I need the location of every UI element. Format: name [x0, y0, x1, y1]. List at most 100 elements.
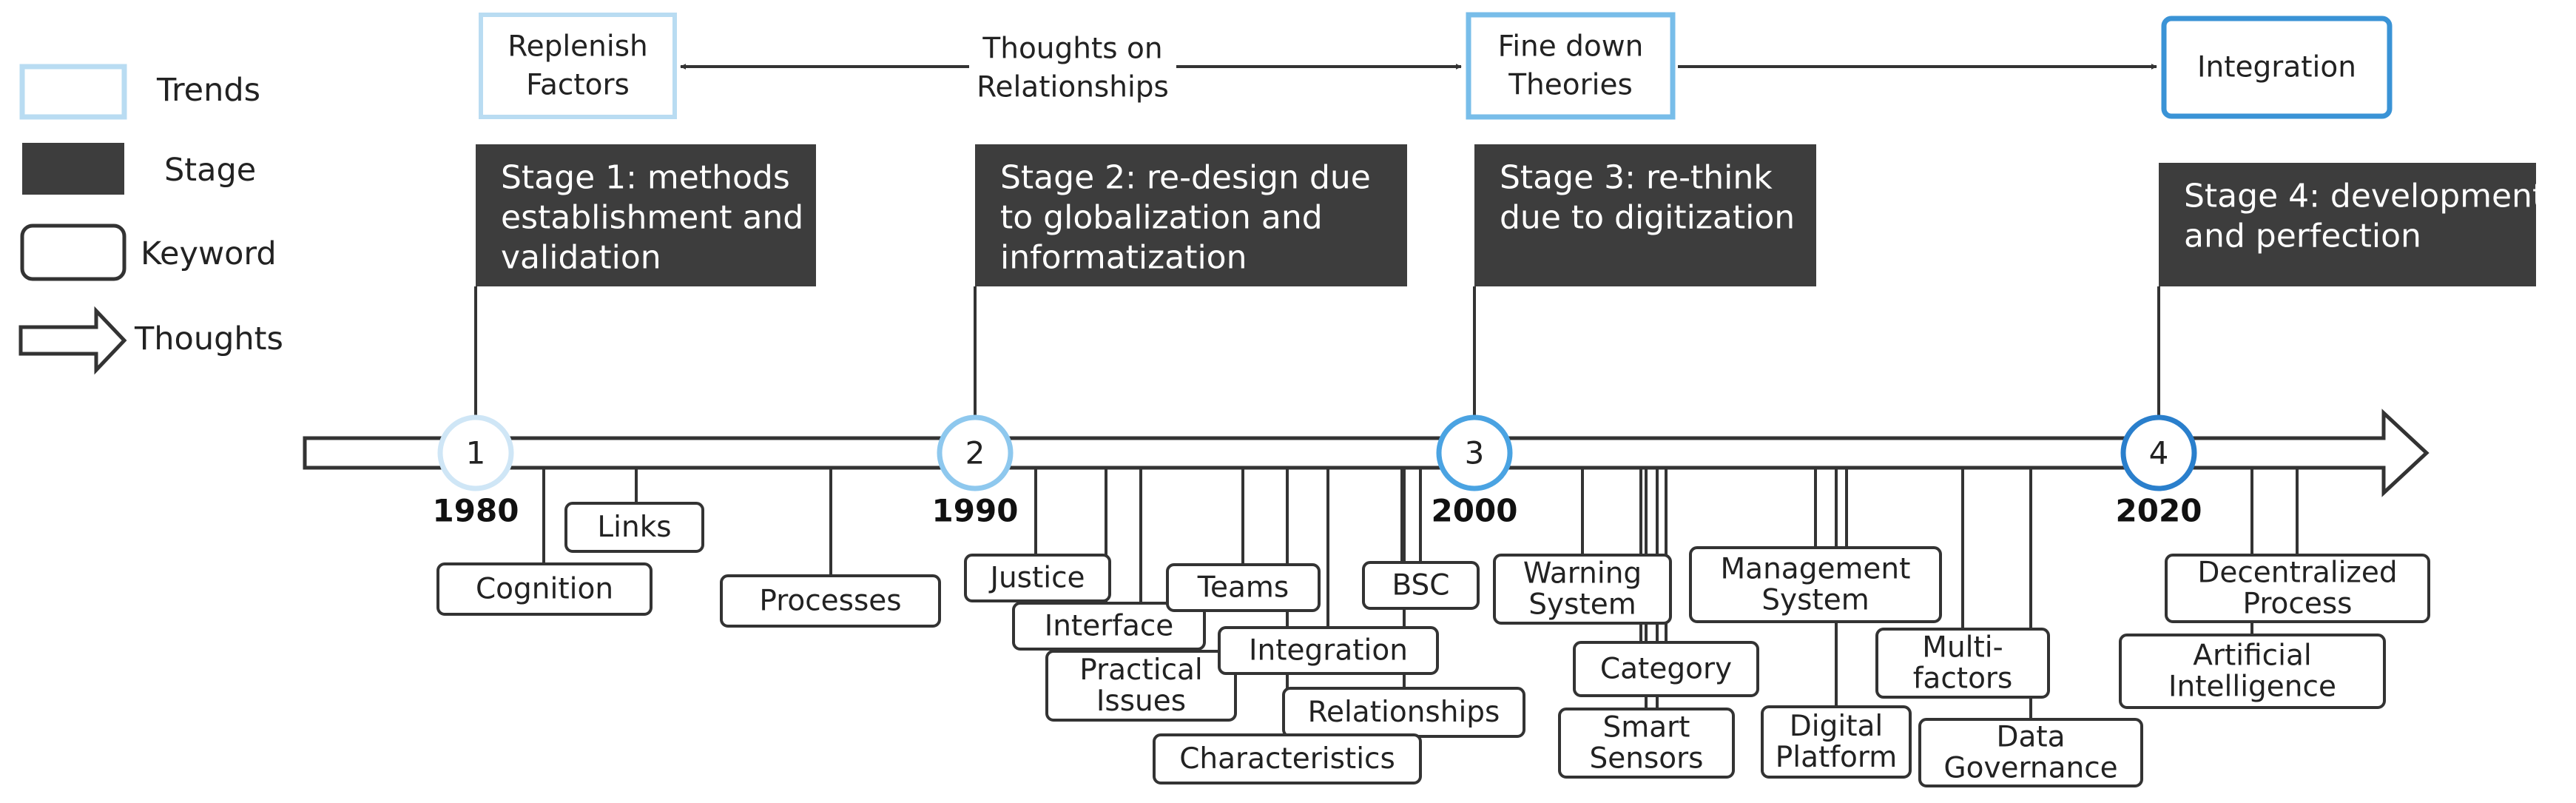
- trend-box-3-text: Integration: [2197, 51, 2356, 84]
- legend-trends-swatch: [19, 64, 127, 120]
- thoughts-label-text-line-1: Thoughts on: [982, 33, 1162, 66]
- keyword-relationships-text: Relationships: [1308, 696, 1500, 729]
- keyword-multi-factors-frame: [1875, 628, 2050, 699]
- milestone-4: 4 2020: [2116, 414, 2202, 529]
- legend-keyword-swatch: [20, 224, 127, 281]
- keyword-data-governance-text-line-1: Data: [1996, 721, 2065, 754]
- keyword-artificial-intelligence-text-line-1: Artificial: [2193, 639, 2311, 673]
- milestone-3: 3 2000: [1432, 414, 1518, 529]
- keyword-integration-text: Integration: [1249, 634, 1408, 668]
- keyword-processes-text: Processes: [759, 585, 901, 618]
- keyword-characteristics-frame: [1153, 733, 1422, 784]
- keyword-warning-system-frame: [1493, 554, 1672, 625]
- legend-thoughts-arrow: [18, 306, 127, 375]
- keyword-practical-issues-frame: [1045, 650, 1237, 722]
- trend-box-2-text-line-2: Theories: [1508, 69, 1633, 102]
- stage-1-background: [476, 144, 816, 286]
- keyword-smart-sensors-text-line-2: Sensors: [1589, 742, 1703, 776]
- legend-stage-swatch: [22, 143, 124, 195]
- milestone-3-year: 2000: [1432, 493, 1518, 529]
- milestone-3-circle: [1436, 414, 1513, 491]
- thoughts-label-text-line-2: Relationships: [977, 71, 1169, 104]
- milestone-2-number: 2: [965, 435, 985, 471]
- stage-2-background: [975, 144, 1407, 286]
- keyword-decentralized-process-text-line-1: Decentralized: [2197, 557, 2397, 590]
- keyword-warning-system-text-line-1: Warning: [1523, 557, 1642, 591]
- milestone-4-number: 4: [2149, 435, 2169, 471]
- trend-box-1-text-line-1: Replenish: [508, 30, 648, 64]
- keyword-processes: Processes: [720, 574, 941, 628]
- keyword-justice-text: Justice: [988, 562, 1085, 595]
- keyword-cognition-frame: [436, 562, 653, 616]
- stage-2-text-line-2: to globalization and: [1000, 199, 1323, 237]
- milestone-2-circle: [937, 414, 1014, 491]
- keyword-interface-text: Interface: [1045, 610, 1174, 643]
- keyword-management-system-frame: [1689, 546, 1942, 623]
- keyword-category-text: Category: [1600, 653, 1732, 686]
- keyword-data-governance-text-line-2: Governance: [1943, 752, 2117, 785]
- milestone-1-year: 1980: [433, 493, 519, 529]
- milestone-2-year: 1990: [932, 493, 1019, 529]
- milestone-4-year: 2020: [2116, 493, 2202, 529]
- keyword-teams-frame: [1166, 563, 1321, 612]
- stage-3-text-line-1: Stage 3: re-think: [1500, 159, 1773, 197]
- keyword-characteristics-text: Characteristics: [1179, 742, 1395, 776]
- keyword-warning-system-text-line-2: System: [1528, 588, 1636, 622]
- keyword-teams-text: Teams: [1197, 571, 1289, 605]
- keyword-digital-platform-frame: [1761, 705, 1912, 779]
- keyword-cognition-text: Cognition: [476, 573, 613, 606]
- keyword-practical-issues-text-line-1: Practical: [1079, 654, 1203, 687]
- milestone-1-circle: [437, 414, 514, 491]
- keyword-integration-frame: [1218, 626, 1439, 675]
- legend-trends-label: Trends: [156, 72, 260, 109]
- keyword-characteristics: Characteristics: [1153, 733, 1422, 784]
- stage-4-background: [2159, 163, 2536, 286]
- keyword-interface-frame: [1012, 602, 1206, 651]
- keyword-multi-factors: Multi-factors: [1875, 628, 2050, 699]
- stage-1-text-line-2: establishment and: [501, 199, 803, 237]
- trend-box-1-text-line-2: Factors: [526, 69, 630, 102]
- keyword-bsc-text: BSC: [1392, 569, 1449, 602]
- keyword-multi-factors-text-line-2: factors: [1913, 662, 2013, 696]
- legend-stage-label: Stage: [164, 152, 256, 189]
- stage-2-text-line-3: informatization: [1000, 239, 1247, 277]
- keyword-justice-frame: [964, 554, 1111, 602]
- keyword-management-system-text-line-2: System: [1761, 584, 1869, 617]
- keyword-smart-sensors-frame: [1558, 708, 1735, 779]
- trend-box-2-frame: [1466, 12, 1676, 120]
- keyword-category-frame: [1573, 641, 1759, 697]
- milestone-1-number: 1: [466, 435, 486, 471]
- timeline-axis: [303, 409, 2430, 497]
- milestone-2: 2 1990: [932, 414, 1019, 529]
- stage-1-text-line-3: validation: [501, 239, 661, 277]
- milestone-3-number: 3: [1465, 435, 1485, 471]
- keyword-smart-sensors-text-line-1: Smart: [1603, 711, 1690, 745]
- milestone-1: 1 1980: [433, 414, 519, 529]
- keyword-management-system-text-line-1: Management: [1721, 553, 1911, 586]
- keyword-digital-platform-text-line-1: Digital: [1790, 710, 1883, 743]
- trend-box-3: Integration: [2161, 16, 2393, 119]
- stage-4-text-line-1: Stage 4: development: [2184, 178, 2545, 215]
- trend-box-1-frame: [479, 13, 677, 119]
- keyword-multi-factors-text-line-1: Multi-: [1922, 631, 2003, 665]
- milestone-4-circle: [2120, 414, 2197, 491]
- keyword-decentralized-process-frame: [2165, 554, 2430, 623]
- keyword-relationships: Relationships: [1282, 687, 1525, 738]
- keyword-artificial-intelligence-text-line-2: Intelligence: [2168, 671, 2336, 704]
- legend-keyword-label: Keyword: [141, 235, 277, 272]
